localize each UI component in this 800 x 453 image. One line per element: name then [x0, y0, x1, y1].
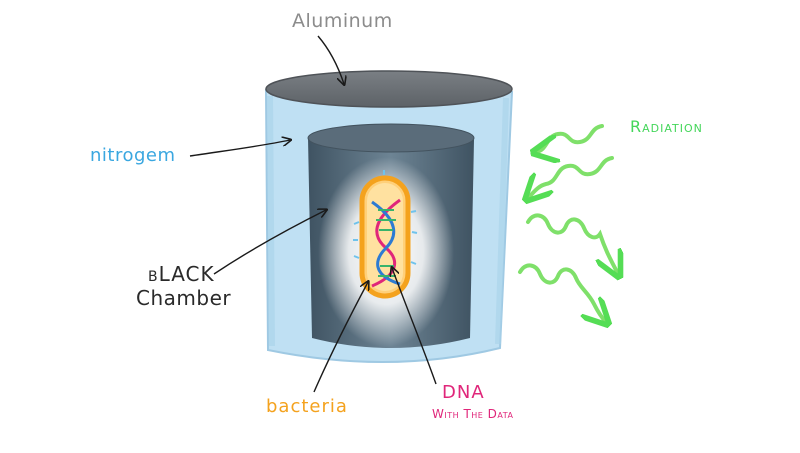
arrow-aluminum: [317, 35, 344, 84]
label-black: bLACK: [148, 262, 215, 286]
label-dna: DNA: [442, 382, 485, 403]
pointer-arrows: [189, 35, 437, 393]
radiation-waves: [518, 124, 618, 322]
label-nitrogen: nitrogem: [90, 145, 176, 166]
arrow-bacteria: [313, 282, 368, 393]
label-aluminum: Aluminum: [292, 10, 393, 32]
arrow-black-chamber: [213, 210, 326, 275]
aluminum-lid: [265, 70, 513, 108]
arrow-nitrogen: [189, 140, 290, 157]
label-bacteria: bacteria: [266, 396, 348, 417]
label-radiation: Radiation: [630, 117, 703, 136]
label-dna-sub: With The Data: [432, 407, 514, 421]
label-chamber: Chamber: [136, 286, 232, 310]
arrow-dna: [392, 268, 437, 385]
